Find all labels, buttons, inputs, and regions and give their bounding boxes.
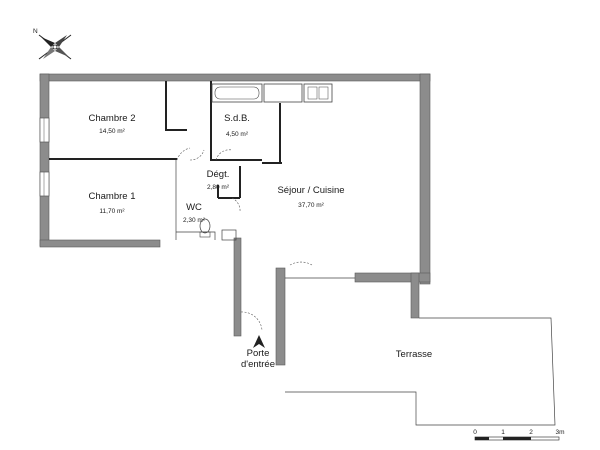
scale-tick-0: 0 [473,429,477,436]
bathtub [211,83,263,103]
scale-tick-1: 1 [501,429,505,436]
room-label-chambre-2: Chambre 2 [89,113,136,124]
compass-rose-icon [38,34,72,60]
exterior-walls [39,73,431,366]
room-label-sejour-cuisine: Séjour / Cuisine [277,185,344,196]
scale-bar [474,436,560,441]
entrance-arrow-icon [253,335,265,348]
window-chambre-1 [39,171,50,197]
room-area-chambre-1: 11,70 m² [99,208,125,215]
entrance-label-line2: d'entrée [241,359,275,370]
room-label-terrasse: Terrasse [396,349,432,360]
window-chambre-2 [39,117,50,143]
room-area-chambre-2: 14,50 m² [99,128,125,135]
room-label-wc: WC [186,202,202,213]
room-area-wc: 2,30 m² [183,217,206,224]
terrace-outline [285,277,556,426]
wc-toilet [199,218,211,238]
kitchen-counter [263,83,333,103]
room-label-sdb: S.d.B. [224,113,250,124]
room-label-degt: Dégt. [207,169,230,180]
door-swings [176,147,313,331]
room-area-degt: 2,80 m² [207,184,230,191]
room-area-sdb: 4,50 m² [226,131,249,138]
scale-tick-2: 2 [529,429,533,436]
compass-north-label: N [33,28,38,35]
room-label-chambre-1: Chambre 1 [89,191,136,202]
room-area-sejour-cuisine: 37,70 m² [298,202,324,209]
entrance-label-line1: Porte [247,348,270,359]
interior-partitions [49,81,282,241]
scale-tick-3: 3m [555,429,564,436]
